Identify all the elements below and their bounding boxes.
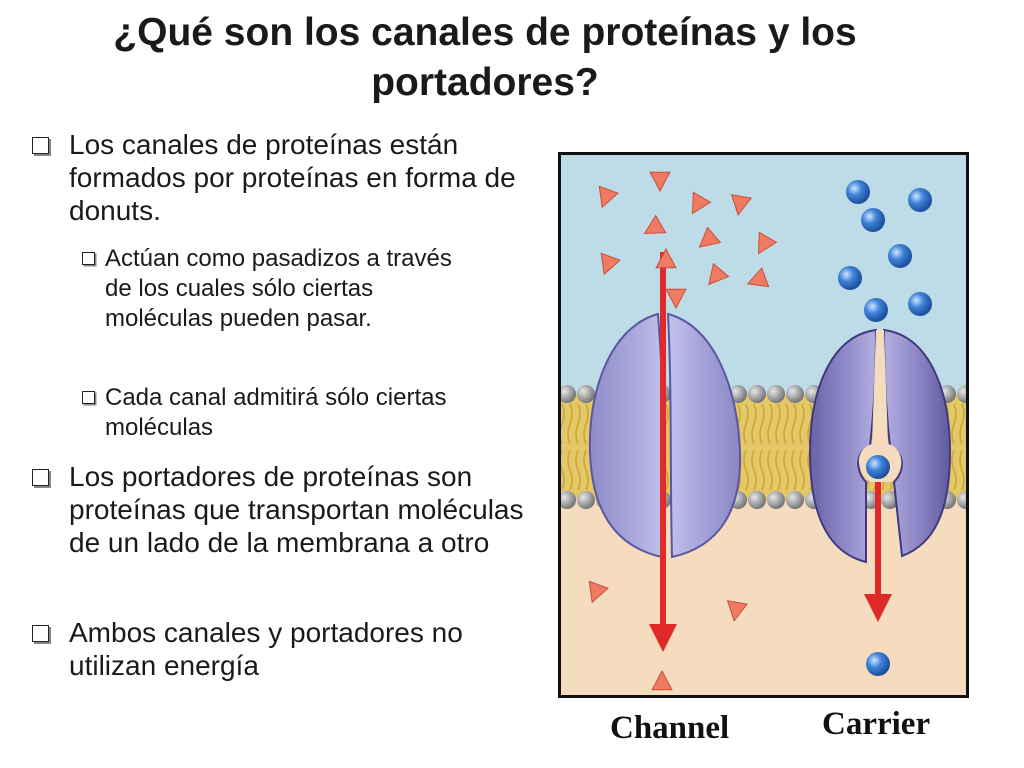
- triangle-molecule-icon: [598, 185, 619, 209]
- sphere-molecule-icon: [908, 292, 932, 316]
- lipid-tail: [575, 403, 581, 445]
- lipid-tail: [791, 449, 797, 491]
- triangle-molecule-icon: [649, 171, 671, 193]
- bullet-text: Actúan como pasadizos a través de los cu…: [105, 245, 452, 332]
- triangle-molecule-icon: [651, 669, 673, 691]
- lipid-tail: [743, 403, 749, 445]
- lipid-tail: [759, 449, 765, 491]
- channel-protein-right-half: [666, 312, 742, 559]
- lipid-tail: [799, 403, 805, 445]
- lipid-head: [558, 385, 576, 403]
- checkbox-bullet-icon: [82, 252, 95, 265]
- membrane-diagram: [558, 152, 969, 698]
- triangle-molecule-icon: [730, 194, 753, 216]
- lipid-tail: [959, 449, 965, 491]
- sphere-molecule-icon: [866, 455, 890, 479]
- slide-title: ¿Qué son los canales de proteínas y los …: [113, 11, 857, 104]
- triangle-molecule-icon: [665, 288, 687, 310]
- triangle-molecule-icon: [588, 580, 609, 604]
- lipid-tail: [751, 403, 757, 445]
- sphere-molecule-icon: [861, 208, 885, 232]
- bullet-item: Ambos canales y portadores no utilizan e…: [30, 616, 540, 682]
- lipid-tail: [583, 449, 589, 491]
- sphere-molecule-icon: [838, 266, 862, 290]
- triangle-molecule-icon: [746, 267, 770, 288]
- sphere-molecule-icon: [866, 652, 890, 676]
- triangle-molecule-icon: [726, 600, 749, 622]
- sphere-molecule-icon: [864, 298, 888, 322]
- triangle-molecule-icon: [757, 231, 778, 255]
- triangle-molecule-icon: [691, 191, 712, 215]
- triangle-molecule-icon: [655, 247, 677, 269]
- bullet-text: Cada canal admitirá sólo ciertas molécul…: [105, 384, 447, 441]
- lipid-head: [558, 491, 576, 509]
- sub-bullet-item: Cada canal admitirá sólo ciertas molécul…: [80, 383, 480, 443]
- sphere-molecule-icon: [846, 180, 870, 204]
- lipid-tail: [743, 449, 749, 491]
- lipid-head: [767, 491, 785, 509]
- bullet-text: Los canales de proteínas están formados …: [69, 129, 516, 226]
- sphere-molecule-icon: [888, 244, 912, 268]
- membrane-transport-figure: [558, 152, 969, 698]
- checkbox-bullet-icon: [32, 469, 49, 486]
- lipid-tail: [783, 449, 789, 491]
- lipid-tail: [951, 403, 957, 445]
- lipid-head: [577, 385, 595, 403]
- lipid-tail: [567, 403, 573, 445]
- sub-bullet-item: Actúan como pasadizos a través de los cu…: [80, 244, 480, 334]
- triangle-molecule-icon: [708, 262, 730, 286]
- lipid-tail: [959, 403, 965, 445]
- lipid-tail: [767, 403, 773, 445]
- lipid-tail: [751, 449, 757, 491]
- bullet-text: Los portadores de proteínas son proteína…: [69, 461, 524, 558]
- lipid-tail: [799, 449, 805, 491]
- bullet-item: Los canales de proteínas están formados …: [30, 128, 540, 227]
- lipid-tail: [783, 403, 789, 445]
- lipid-head: [767, 385, 785, 403]
- checkbox-bullet-icon: [32, 137, 49, 154]
- lipid-head: [748, 385, 766, 403]
- figure-border: [558, 152, 969, 698]
- lipid-tail: [767, 449, 773, 491]
- lipid-tail: [759, 403, 765, 445]
- lipid-tail: [807, 403, 813, 445]
- carrier-arrow-icon-head: [864, 594, 892, 622]
- lipid-tail: [567, 449, 573, 491]
- bullet-text: Ambos canales y portadores no utilizan e…: [69, 617, 463, 681]
- lipid-head: [577, 491, 595, 509]
- checkbox-bullet-icon: [82, 391, 95, 404]
- carrier-binding-cavity: [858, 330, 902, 482]
- triangle-molecule-icon: [698, 226, 722, 248]
- caption-channel: Channel: [610, 710, 730, 746]
- lipid-tail: [575, 449, 581, 491]
- lipid-tail: [791, 403, 797, 445]
- triangle-molecule-icon: [600, 252, 621, 276]
- lipid-tail: [775, 403, 781, 445]
- lipid-head: [786, 385, 804, 403]
- channel-arrow-icon-head: [649, 624, 677, 652]
- caption-carrier: Carrier: [822, 706, 931, 742]
- checkbox-bullet-icon: [32, 625, 49, 642]
- lipid-head: [786, 491, 804, 509]
- carrier-protein-left-half: [808, 328, 878, 564]
- lipid-tail: [951, 449, 957, 491]
- lipid-tail: [583, 403, 589, 445]
- triangle-molecule-icon: [643, 214, 667, 235]
- sphere-molecule-icon: [908, 188, 932, 212]
- carrier-protein-right-half: [882, 328, 952, 558]
- bullet-item: Los portadores de proteínas son proteína…: [30, 460, 540, 559]
- lipid-tail: [775, 449, 781, 491]
- lipid-head: [748, 491, 766, 509]
